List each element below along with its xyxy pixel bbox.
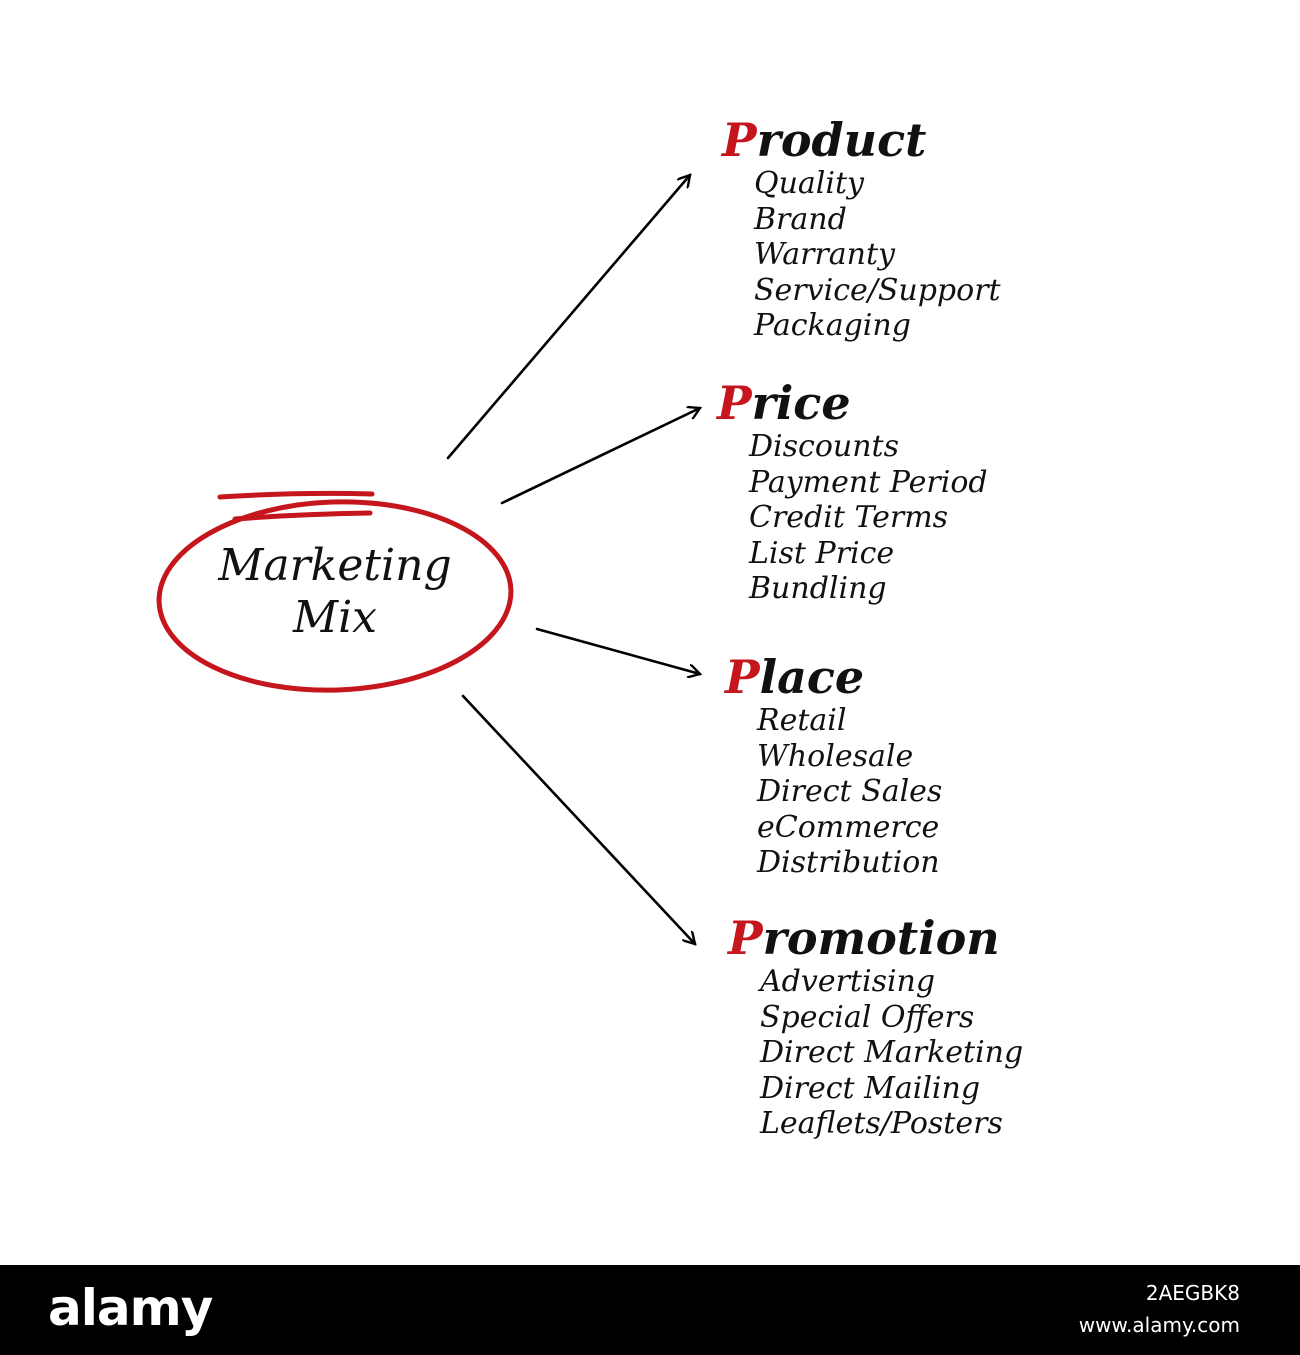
group-price: Price Discounts Payment Period Credit Te… [717, 377, 988, 607]
list-item: Payment Period [749, 464, 988, 500]
heading-initial: P [728, 911, 763, 965]
list-item: eCommerce [757, 809, 940, 845]
heading-initial: P [722, 113, 757, 167]
center-ellipse [156, 499, 514, 693]
list-item: Warranty [754, 237, 896, 272]
center-label-line2: Mix [293, 592, 377, 643]
arrow-to-price [500, 408, 700, 505]
site-url: www.alamy.com [1078, 1313, 1240, 1337]
center-label: Marketing Mix [185, 540, 485, 644]
group-place: Place Retail Wholesale Direct Sales eCom… [725, 651, 942, 881]
heading-rest: romotion [762, 911, 1000, 965]
list-item: Credit Terms [749, 500, 949, 535]
list-item: Leaflets/Posters [760, 1106, 1003, 1141]
item-list-product: Quality Brand Warranty Service/Support P… [754, 166, 1001, 344]
list-item: Quality [754, 166, 864, 201]
heading-initial: P [725, 650, 760, 704]
list-item: Special Offers [760, 999, 975, 1035]
arrow-to-promotion [461, 694, 695, 944]
list-item: Packaging [754, 308, 911, 343]
center-label-line1: Marketing [218, 540, 452, 591]
list-item: Advertising [760, 964, 936, 999]
accent-underline [217, 490, 375, 500]
item-list-place: Retail Wholesale Direct Sales eCommerce … [757, 703, 942, 881]
group-heading-promotion: Promotion [728, 912, 1023, 964]
group-heading-price: Price [717, 377, 988, 429]
diagram-lines [156, 0, 1300, 1265]
list-item: Service/Support [754, 272, 1001, 308]
list-item: Brand [754, 201, 847, 237]
list-item: Direct Marketing [760, 1035, 1024, 1070]
watermark-footer: alamy 2AEGBK8 www.alamy.com [0, 1265, 1300, 1355]
heading-initial: P [717, 376, 752, 430]
list-item: Distribution [757, 845, 940, 880]
item-list-price: Discounts Payment Period Credit Terms Li… [749, 429, 988, 607]
heading-rest: roduct [756, 113, 927, 167]
list-item: Direct Mailing [760, 1070, 981, 1106]
item-list-promotion: Advertising Special Offers Direct Market… [760, 964, 1023, 1142]
group-promotion: Promotion Advertising Special Offers Dir… [728, 912, 1023, 1142]
list-item: Direct Sales [757, 774, 943, 809]
arrow-to-product [446, 175, 690, 460]
group-heading-place: Place [725, 651, 942, 703]
list-item: List Price [749, 535, 895, 571]
list-item: Bundling [749, 571, 887, 606]
heading-rest: rice [751, 376, 851, 430]
list-item: Discounts [749, 429, 899, 464]
list-item: Retail [757, 703, 847, 738]
group-product: Product Quality Brand Warranty Service/S… [722, 114, 1001, 344]
group-heading-product: Product [722, 114, 1001, 166]
image-id: 2AEGBK8 [1145, 1281, 1240, 1305]
alamy-logo: alamy [48, 1279, 213, 1337]
arrow-to-place [535, 627, 700, 674]
list-item: Wholesale [757, 738, 914, 774]
heading-rest: lace [759, 650, 865, 704]
